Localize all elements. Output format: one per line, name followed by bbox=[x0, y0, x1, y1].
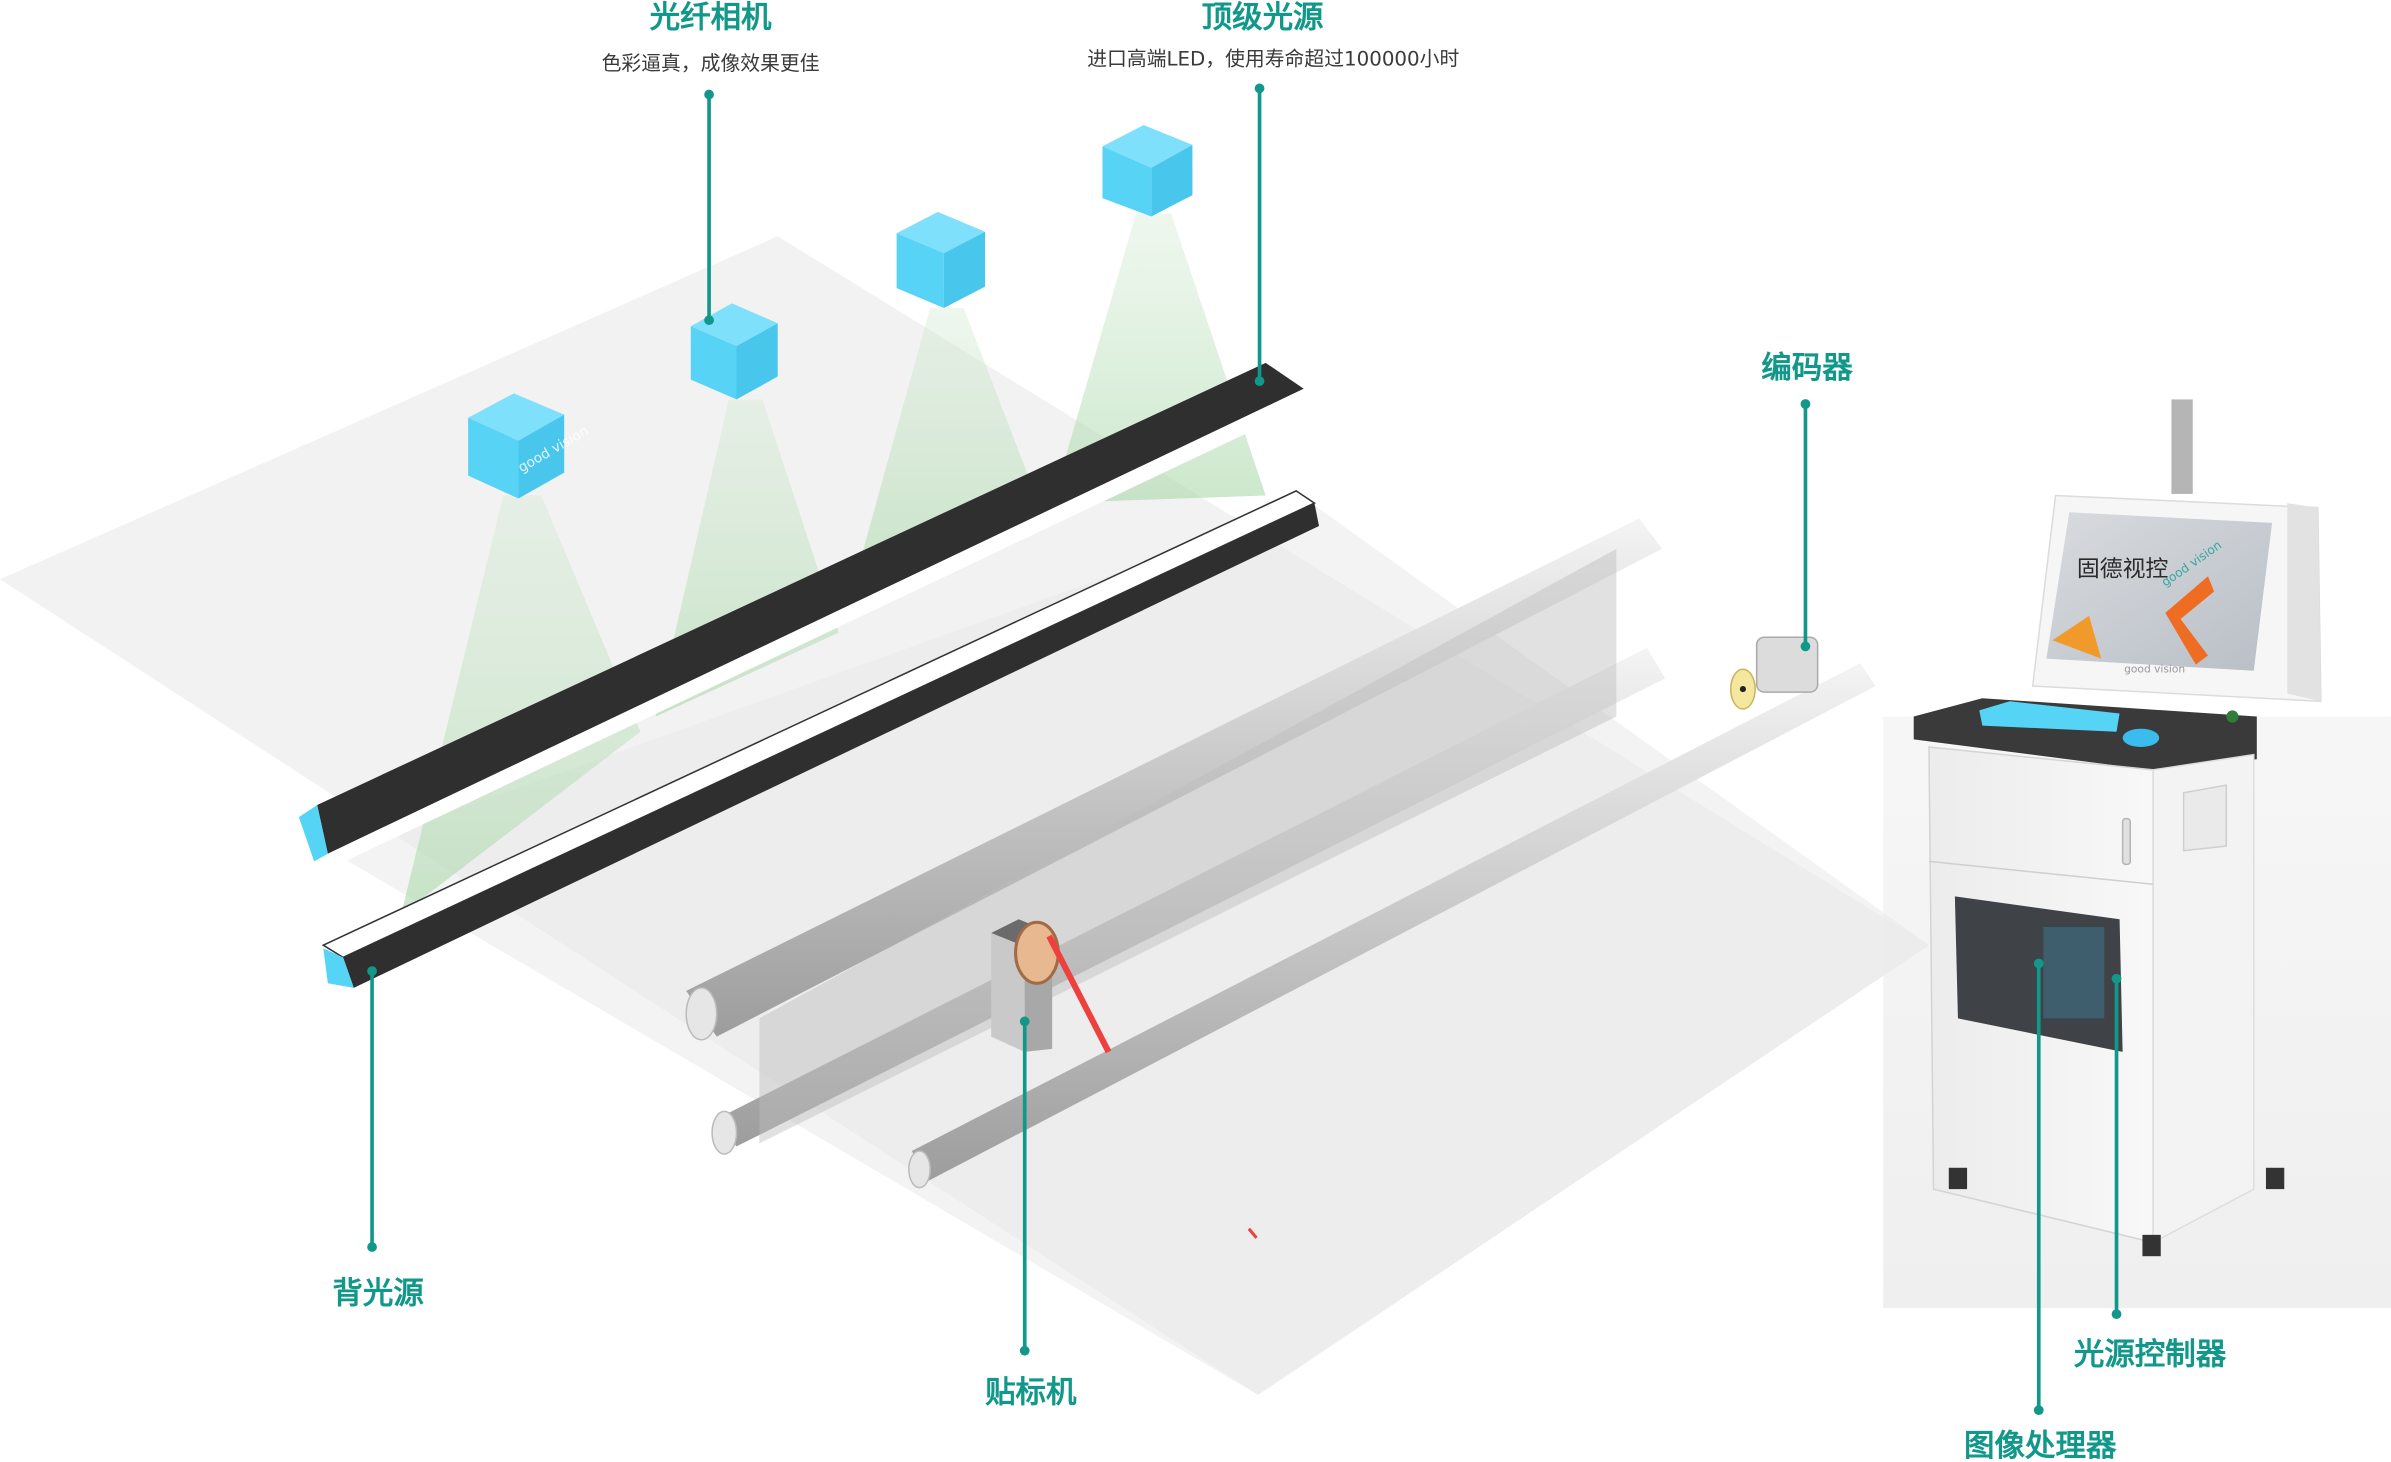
rollers bbox=[685, 518, 1876, 1189]
callout-image-processor: 图像处理器 bbox=[1964, 958, 2117, 1462]
caster-1 bbox=[1948, 1167, 1968, 1190]
leader-dot-bottom bbox=[367, 1242, 377, 1252]
top-light-bar-lens bbox=[327, 388, 1309, 866]
callout-camera: 光纤相机 色彩逼真，成像效果更佳 bbox=[602, 0, 820, 326]
label-peel-line bbox=[1046, 934, 1112, 1054]
leader-dot-bottom bbox=[1019, 1345, 1030, 1356]
camera-4-left bbox=[1102, 146, 1152, 217]
roller-1 bbox=[686, 518, 1663, 1037]
fiber-cameras: good vision bbox=[468, 125, 1193, 499]
backlight-bar-body bbox=[343, 503, 1320, 988]
screen-title: 固德视控 bbox=[2077, 556, 2169, 582]
callout-light-controller: 光源控制器 bbox=[2074, 973, 2227, 1372]
cabinet-logo: good vision bbox=[2124, 662, 2185, 675]
camera-2 bbox=[690, 303, 778, 400]
callout-backlight: 背光源 bbox=[332, 966, 424, 1311]
monitor-side bbox=[2287, 503, 2321, 702]
caster-3 bbox=[2265, 1167, 2285, 1190]
camera-2-right bbox=[736, 323, 778, 400]
leader-dot-top bbox=[1800, 399, 1811, 409]
callout-title: 贴标机 bbox=[985, 1376, 1077, 1411]
camera-2-left bbox=[690, 326, 737, 400]
callout-labeler: 贴标机 bbox=[985, 1016, 1077, 1411]
leader-dot-bottom bbox=[1800, 641, 1811, 652]
leader-dot-top bbox=[367, 966, 377, 976]
encoder-body bbox=[1755, 636, 1819, 693]
callout-encoder: 编码器 bbox=[1761, 350, 1853, 652]
leader-dot-bottom bbox=[2111, 1309, 2122, 1320]
label-roll bbox=[1014, 920, 1060, 985]
camera-3-right bbox=[943, 231, 986, 308]
roller-1-end bbox=[685, 987, 718, 1041]
leader-dot-top bbox=[1254, 83, 1265, 94]
camera-4-top bbox=[1102, 125, 1193, 168]
top-light-bar-endcap bbox=[298, 804, 328, 862]
screen-accent-orange bbox=[2052, 615, 2102, 659]
camera-1-left bbox=[468, 417, 519, 499]
top-light-bar bbox=[298, 362, 1309, 866]
encoder-device bbox=[1729, 636, 1819, 710]
leader-dot-bottom bbox=[1254, 376, 1265, 387]
callout-top-light: 顶级光源 进口高端LED，使用寿命超过100000小时 bbox=[1087, 0, 1459, 387]
backlight-bar-endcap bbox=[323, 948, 354, 988]
camera-3-left bbox=[896, 233, 944, 308]
callout-subtitle: 进口高端LED，使用寿命超过100000小时 bbox=[1087, 48, 1459, 71]
screen-accent-chevron bbox=[2165, 576, 2215, 665]
drawer-seam bbox=[1928, 860, 2154, 885]
leader-dot-bottom bbox=[2033, 1405, 2044, 1416]
camera-4 bbox=[1102, 125, 1193, 217]
encoder-hub bbox=[1739, 686, 1746, 693]
power-button bbox=[2226, 710, 2239, 723]
roller-3-end bbox=[908, 1150, 931, 1189]
callout-title: 顶级光源 bbox=[1202, 0, 1324, 35]
top-light-bar-body bbox=[317, 362, 1304, 854]
labeler-machine bbox=[991, 919, 1258, 1239]
callout-title: 背光源 bbox=[332, 1276, 424, 1311]
cabinet-side bbox=[2152, 753, 2255, 1244]
callout-title: 图像处理器 bbox=[1964, 1429, 2117, 1462]
image-processor-unit bbox=[2043, 926, 2105, 1019]
leader-dot-bottom bbox=[704, 315, 714, 326]
callout-title: 光源控制器 bbox=[2074, 1337, 2227, 1372]
control-cabinet: 固德视控 good vision good vision bbox=[1913, 399, 2322, 1257]
camera-3 bbox=[896, 211, 986, 308]
caster-2 bbox=[2142, 1234, 2161, 1257]
callout-title: 光纤相机 bbox=[650, 0, 772, 35]
label-mark bbox=[1247, 1227, 1258, 1239]
monitor-screen bbox=[2046, 512, 2273, 671]
camera-1-right bbox=[518, 414, 565, 499]
leader-dot-top bbox=[704, 89, 714, 100]
keyboard bbox=[1979, 701, 2120, 732]
camera-3-top bbox=[896, 211, 986, 254]
roller-2-end bbox=[711, 1110, 738, 1155]
leader-dot-top bbox=[2111, 973, 2122, 984]
mouse bbox=[2122, 728, 2160, 748]
camera-1-top bbox=[468, 393, 565, 441]
signal-tower bbox=[2171, 399, 2193, 494]
backlight-bar bbox=[321, 490, 1320, 988]
roller-2 bbox=[713, 647, 1666, 1147]
film-web bbox=[759, 548, 1617, 1144]
leader-dot-top bbox=[1019, 1016, 1030, 1027]
door-handle bbox=[2121, 817, 2132, 866]
callout-subtitle: 色彩逼真，成像效果更佳 bbox=[602, 52, 820, 75]
camera-2-top bbox=[690, 303, 778, 347]
leader-dot-top bbox=[2033, 958, 2044, 969]
callout-title: 编码器 bbox=[1761, 350, 1853, 386]
beam-1 bbox=[401, 495, 641, 915]
roller-3 bbox=[911, 663, 1876, 1182]
camera-4-right bbox=[1151, 144, 1193, 217]
side-panel bbox=[2182, 784, 2228, 852]
